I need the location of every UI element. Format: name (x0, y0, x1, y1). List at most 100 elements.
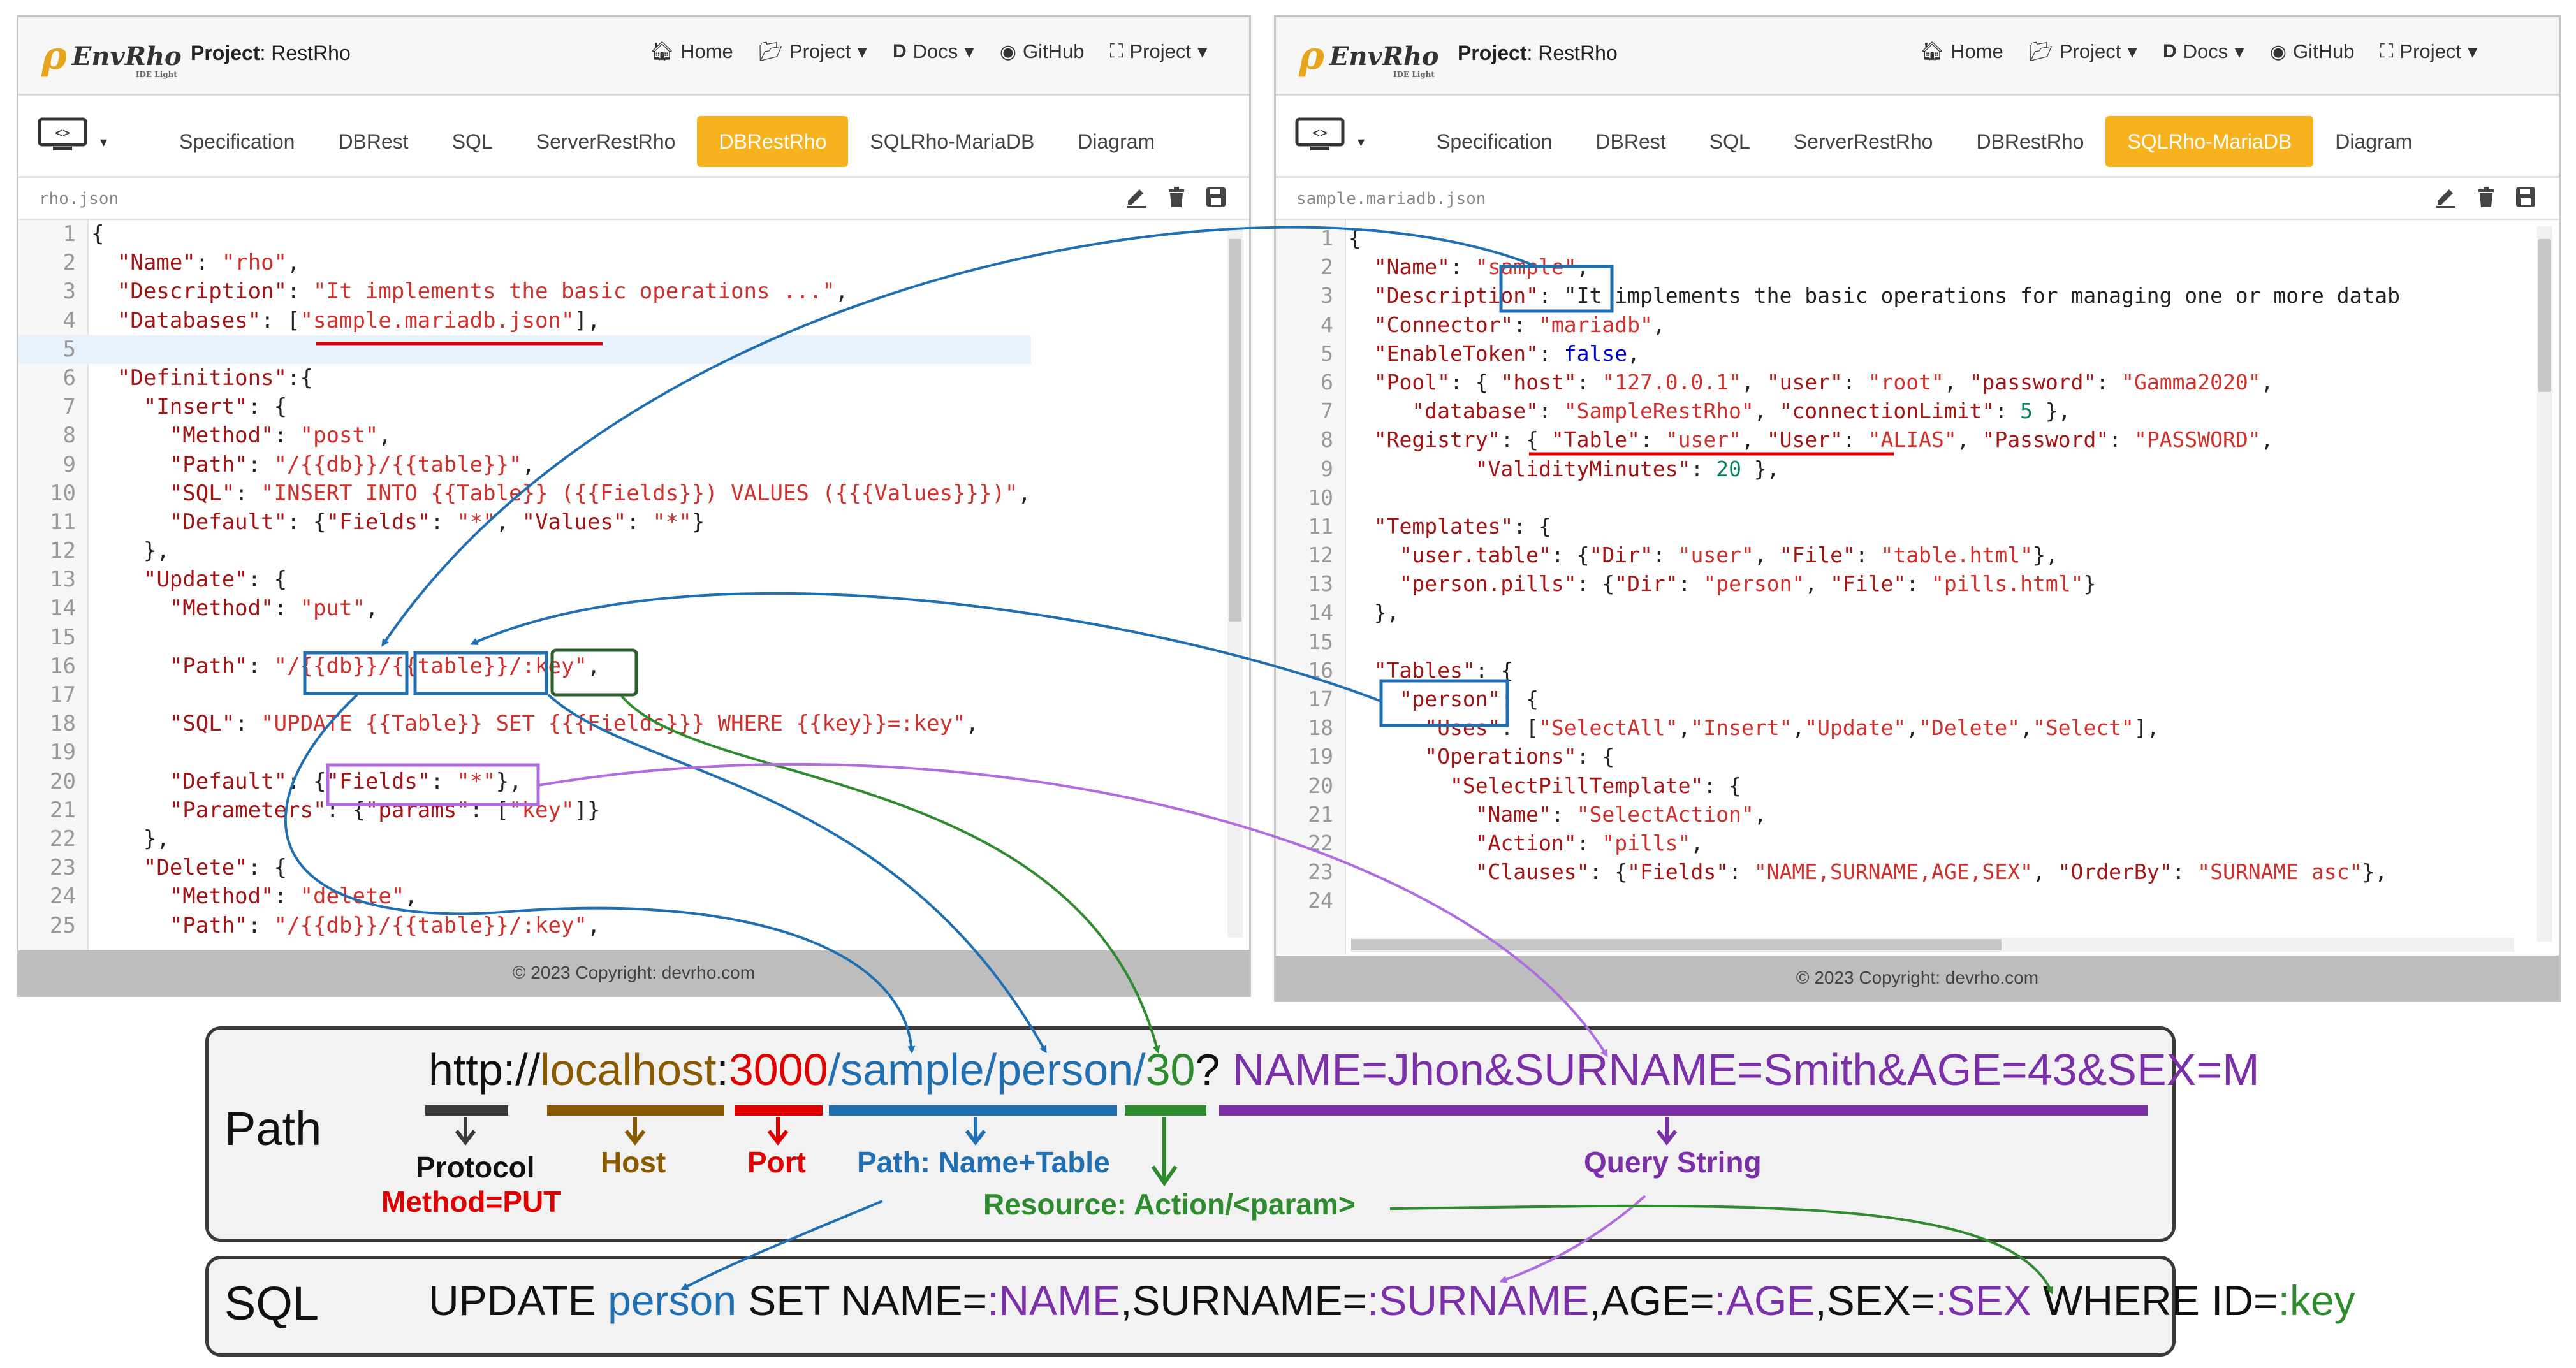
code-line[interactable]: 16 "Tables": { (1276, 656, 2400, 685)
code-line[interactable]: 6 "Pool": { "host": "127.0.0.1", "user":… (1276, 368, 2400, 397)
code-text (82, 335, 91, 364)
menu-github[interactable]: ◉GitHub (2269, 40, 2355, 62)
edit-icon[interactable] (2435, 186, 2458, 208)
monitor-icon[interactable]: <> (38, 117, 87, 152)
save-icon[interactable] (2514, 186, 2537, 208)
tab-bar: <> ▾ Specification DBRest SQL ServerRest… (18, 96, 1249, 178)
code-line[interactable]: 18 "Uses": ["SelectAll","Insert","Update… (1276, 713, 2400, 742)
tab-sql[interactable]: SQL (451, 130, 493, 153)
code-line[interactable]: 14 }, (1276, 598, 2400, 627)
code-line[interactable]: 2 "Name": "sample", (1276, 252, 2400, 281)
code-line[interactable]: 19 (18, 738, 1031, 767)
tab-dbrest[interactable]: DBRest (1595, 130, 1666, 153)
tab-dbrestrho[interactable]: DBRestRho (1976, 130, 2084, 153)
menu-github[interactable]: ◉GitHub (999, 40, 1085, 62)
line-number: 24 (50, 884, 76, 910)
code-line[interactable]: 12 }, (18, 537, 1031, 565)
home-icon: 🏠︎ (650, 41, 675, 62)
code-line[interactable]: 18 "SQL": "UPDATE {{Table}} SET {{{Field… (18, 709, 1031, 738)
code-editor[interactable]: 1{2 "Name": "sample",3 "Description": "I… (1276, 219, 2559, 954)
code-line[interactable]: 2 "Name": "rho", (18, 249, 1031, 277)
code-line[interactable]: 21 "Name": "SelectAction", (1276, 800, 2400, 829)
code-line[interactable]: 6 "Definitions":{ (18, 364, 1031, 393)
tab-sqlrho-mariadb[interactable]: SQLRho-MariaDB (2105, 116, 2314, 167)
code-line[interactable]: 25 "Path": "/{{db}}/{{table}}/:key", (18, 912, 1031, 940)
menu-home[interactable]: 🏠︎Home (1920, 40, 2003, 62)
menu-home[interactable]: 🏠︎Home (650, 40, 733, 62)
save-icon[interactable] (1204, 186, 1227, 208)
horizontal-scrollbar[interactable] (1351, 938, 2514, 952)
tab-specification[interactable]: Specification (1437, 130, 1553, 153)
tab-diagram[interactable]: Diagram (2335, 130, 2413, 153)
code-text: "Action": "pills", (1475, 830, 1704, 855)
menu-project-2[interactable]: ⛶Project▾ (2380, 40, 2478, 62)
tab-serverrestrho[interactable]: ServerRestRho (536, 130, 676, 153)
code-editor[interactable]: 1{2 "Name": "rho",3 "Description": "It i… (18, 219, 1249, 950)
code-line[interactable]: 15 (1276, 627, 2400, 656)
code-line[interactable]: 14 "Method": "put", (18, 594, 1031, 623)
vertical-scrollbar[interactable] (2537, 226, 2552, 942)
code-line[interactable]: 10 "SQL": "INSERT INTO {{Table}} ({{Fiel… (18, 479, 1031, 508)
code-line[interactable]: 20 "SelectPillTemplate": { (1276, 771, 2400, 800)
menu-project[interactable]: 📂︎Project▾ (758, 40, 867, 62)
tab-diagram[interactable]: Diagram (1078, 130, 1155, 153)
code-line[interactable]: 5 "EnableToken": false, (1276, 339, 2400, 368)
code-line[interactable]: 1{ (18, 220, 1031, 249)
code-line[interactable]: 11 "Default": {"Fields": "*", "Values": … (18, 508, 1031, 537)
trash-icon[interactable] (1165, 186, 1188, 208)
code-line[interactable]: 3 "Description": "It implements the basi… (18, 277, 1031, 306)
tab-specification[interactable]: Specification (179, 130, 295, 153)
tab-sql[interactable]: SQL (1709, 130, 1750, 153)
sql-statement: UPDATE person SET NAME=:NAME,SURNAME=:SU… (428, 1276, 2355, 1325)
tab-sqlrho-mariadb[interactable]: SQLRho-MariaDB (870, 130, 1035, 153)
code-line[interactable]: 21 "Parameters": {"params": ["key"]} (18, 796, 1031, 825)
code-line[interactable]: 17 (18, 681, 1031, 709)
code-line[interactable]: 9 "Path": "/{{db}}/{{table}}", (18, 451, 1031, 479)
code-line[interactable]: 24 "Method": "delete", (18, 882, 1031, 911)
svg-text:<>: <> (1312, 125, 1328, 140)
edit-icon[interactable] (1125, 186, 1148, 208)
code-line[interactable]: 5 (18, 335, 1031, 364)
code-line[interactable]: 13 "person.pills": {"Dir": "person", "Fi… (1276, 569, 2400, 598)
trash-icon[interactable] (2475, 186, 2498, 208)
menu-project-2[interactable]: ⛶Project▾ (1109, 40, 1208, 62)
code-line[interactable]: 20 "Default": {"Fields": "*"}, (18, 768, 1031, 796)
code-line[interactable]: 3 "Description": "It implements the basi… (1276, 281, 2400, 310)
code-line[interactable]: 8 "Registry": { "Table": "user", "User":… (1276, 425, 2400, 454)
github-icon: ◉ (999, 41, 1016, 62)
code-line[interactable]: 17 "person": { (1276, 685, 2400, 713)
tab-serverrestrho[interactable]: ServerRestRho (1793, 130, 1933, 153)
footer: © 2023 Copyright: devrho.com (1276, 956, 2559, 1000)
code-line[interactable]: 22 "Action": "pills", (1276, 829, 2400, 857)
code-line[interactable]: 22 }, (18, 825, 1031, 854)
tab-dbrestrho[interactable]: DBRestRho (697, 116, 849, 167)
code-line[interactable]: 13 "Update": { (18, 565, 1031, 594)
tab-dbrest[interactable]: DBRest (338, 130, 409, 153)
code-line[interactable]: 12 "user.table": {"Dir": "user", "File":… (1276, 541, 2400, 569)
code-line[interactable]: 23 "Clauses": {"Fields": "NAME,SURNAME,A… (1276, 857, 2400, 886)
chevron-down-icon: ▾ (1197, 40, 1208, 62)
caret-down-icon[interactable]: ▾ (1358, 134, 1365, 150)
vertical-scrollbar[interactable] (1227, 226, 1243, 938)
code-line[interactable]: 8 "Method": "post", (18, 421, 1031, 450)
code-line[interactable]: 4 "Connector": "mariadb", (1276, 310, 2400, 339)
code-line[interactable]: 24 (1276, 886, 2400, 915)
code-line[interactable]: 19 "Operations": { (1276, 742, 2400, 771)
code-line[interactable]: 15 (18, 623, 1031, 652)
code-line[interactable]: 1{ (1276, 224, 2400, 252)
code-line[interactable]: 4 "Databases": ["sample.mariadb.json"], (18, 307, 1031, 335)
code-line[interactable]: 7 "database": "SampleRestRho", "connecti… (1276, 397, 2400, 425)
caret-down-icon[interactable]: ▾ (100, 134, 108, 150)
code-line[interactable]: 16 "Path": "/{{db}}/{{table}}/:key", (18, 652, 1031, 681)
code-line[interactable]: 7 "Insert": { (18, 393, 1031, 421)
menu-project[interactable]: 📂︎Project▾ (2028, 40, 2137, 62)
code-line[interactable]: 11 "Templates": { (1276, 512, 2400, 541)
code-line[interactable]: 10 (1276, 483, 2400, 512)
code-line[interactable]: 9 "ValidityMinutes": 20 }, (1276, 455, 2400, 483)
code-line[interactable]: 23 "Delete": { (18, 854, 1031, 882)
monitor-icon[interactable]: <> (1295, 117, 1345, 152)
